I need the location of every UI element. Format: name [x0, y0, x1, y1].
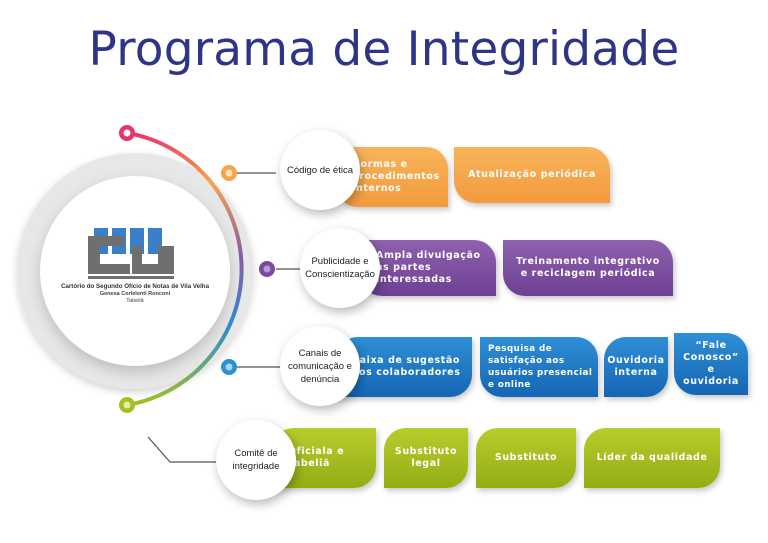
logo-subtext: Tabeliã: [126, 298, 144, 304]
node-canais-comunicacao: Canais de comunicação e denúncia: [280, 326, 360, 406]
box-substituto: Substituto: [476, 428, 576, 488]
box-treinamento-integrativo: Treinamento integrativo e reciclagem per…: [503, 240, 673, 296]
box-ouvidoria-interna: Ouvidoria interna: [604, 337, 668, 397]
box-substituto-legal: Substituto legal: [384, 428, 468, 488]
node-publicidade-conscientizacao: Publicidade e Conscientização: [300, 228, 380, 308]
node-codigo-de-etica: Código de ética: [280, 130, 360, 210]
box-pesquisa-satisfacao: Pesquisa de satisfação aos usuários pres…: [480, 337, 598, 397]
logo-text: Cartório do Segundo Ofício de Notas de V…: [60, 283, 210, 290]
connector-line: [147, 436, 218, 463]
box-fale-conosco: “Fale Conosco” e ouvidoria: [674, 333, 748, 395]
page-title: Programa de Integridade: [88, 22, 680, 77]
node-comite-integridade: Comitê de integridade: [216, 420, 296, 500]
cartorio-logo-icon: [88, 228, 174, 279]
box-atualizacao-periodica: Atualização periódica: [454, 147, 610, 203]
box-ampla-divulgacao: Ampla divulgação às partes interessadas: [360, 240, 496, 296]
logo-subtext: Genesa Corlelenti Ronconi: [99, 291, 171, 297]
box-lider-qualidade: Líder da qualidade: [584, 428, 720, 488]
gradient-arc: [126, 131, 244, 407]
